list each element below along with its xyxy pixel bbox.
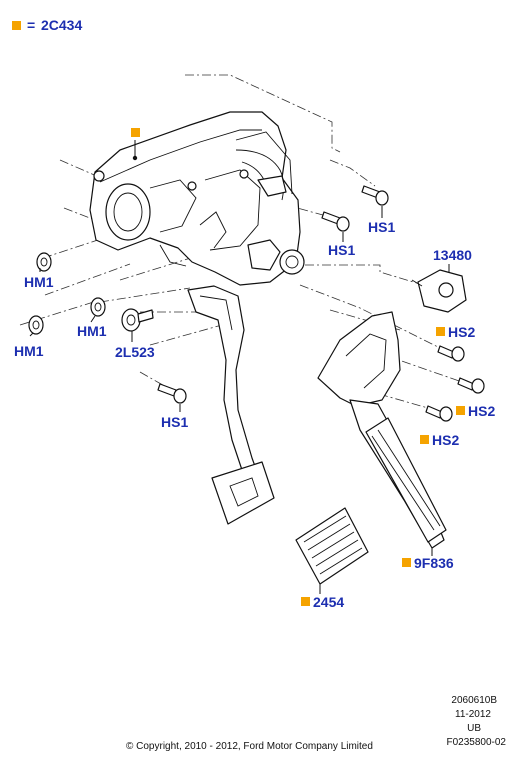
callout-hm1-mid[interactable]: HM1 [77, 315, 107, 339]
callout-hs1-low[interactable]: HS1 [161, 404, 188, 430]
centre-line [139, 371, 176, 393]
label-hs2-c[interactable]: HS2 [432, 432, 459, 448]
footer-ref1: 2060610B [451, 695, 497, 706]
hm1-nut-mid [90, 297, 106, 317]
hm1-nut-upper [36, 252, 52, 272]
callout-hm1-upper[interactable]: HM1 [24, 268, 54, 290]
hs1-bolt-top [361, 185, 389, 206]
centre-line [369, 349, 463, 383]
label-hm1-mid[interactable]: HM1 [77, 323, 107, 339]
bracket-callout [131, 128, 140, 161]
hs2-c-marker-square [420, 435, 429, 444]
label-13480[interactable]: 13480 [433, 247, 472, 263]
centre-line [305, 264, 421, 285]
centre-line [299, 284, 441, 349]
callout-2l523[interactable]: 2L523 [115, 331, 155, 360]
hs2-bolt-b [457, 377, 485, 394]
footer-date: 11-2012 [455, 709, 491, 720]
9f836-marker-square [402, 558, 411, 567]
centre-line [329, 309, 401, 331]
centre-line [119, 251, 211, 281]
stud-2l523 [121, 308, 154, 332]
hm1-nut-lower [28, 315, 44, 335]
label-2l523[interactable]: 2L523 [115, 344, 155, 360]
hs1-bolt-low [157, 383, 187, 404]
pedal-switch [411, 269, 467, 313]
centre-line [63, 207, 101, 223]
brake-pedal-pad [295, 507, 369, 585]
centre-line [44, 263, 131, 296]
label-2454[interactable]: 2454 [313, 594, 344, 610]
label-hs1-top[interactable]: HS1 [368, 219, 395, 235]
label-hm1-upper[interactable]: HM1 [24, 274, 54, 290]
label-hs1-low[interactable]: HS1 [161, 414, 188, 430]
callout-hs2-a[interactable]: HS2 [436, 324, 475, 340]
2454-marker-square [301, 597, 310, 606]
accelerator-pedal [317, 311, 447, 549]
label-hm1-lower[interactable]: HM1 [14, 343, 44, 359]
bracket-marker-square [131, 128, 140, 137]
centre-line [99, 287, 191, 303]
hs1-bolt-mid [321, 211, 350, 232]
callout-13480[interactable]: 13480 [433, 247, 472, 272]
legend: = 2C434 [12, 17, 82, 33]
footer-copyright: © Copyright, 2010 - 2012, Ford Motor Com… [126, 741, 373, 752]
clutch-pedal [187, 285, 275, 525]
callout-hs2-c[interactable]: HS2 [420, 432, 459, 448]
callout-hs1-mid[interactable]: HS1 [328, 232, 355, 258]
hs2-b-marker-square [456, 406, 465, 415]
footer-region: UB [467, 723, 481, 734]
centre-line [149, 319, 241, 346]
callout-9f836[interactable]: 9F836 [402, 548, 454, 571]
legend-code: 2C434 [41, 17, 82, 33]
footer-reference: 2060610B 11-2012 UB F0235800-02 [447, 695, 507, 748]
label-hs1-mid[interactable]: HS1 [328, 242, 355, 258]
hs2-bolt-c [425, 405, 453, 422]
pedal-box-bracket [89, 111, 305, 286]
centre-line [329, 159, 376, 187]
centre-line [185, 74, 341, 153]
label-hs2-b[interactable]: HS2 [468, 403, 495, 419]
callout-2454[interactable]: 2454 [301, 584, 344, 610]
legend-equals: = [27, 17, 35, 33]
callout-hs1-top[interactable]: HS1 [368, 206, 395, 235]
footer-ref2: F0235800-02 [447, 737, 507, 748]
callout-hs2-b[interactable]: HS2 [456, 403, 495, 419]
hs2-bolt-a [437, 345, 465, 362]
fasteners [28, 185, 485, 422]
label-9f836[interactable]: 9F836 [414, 555, 454, 571]
callout-hm1-lower[interactable]: HM1 [14, 332, 44, 359]
label-hs2-a[interactable]: HS2 [448, 324, 475, 340]
legend-marker-square [12, 21, 21, 30]
hs2-a-marker-square [436, 327, 445, 336]
